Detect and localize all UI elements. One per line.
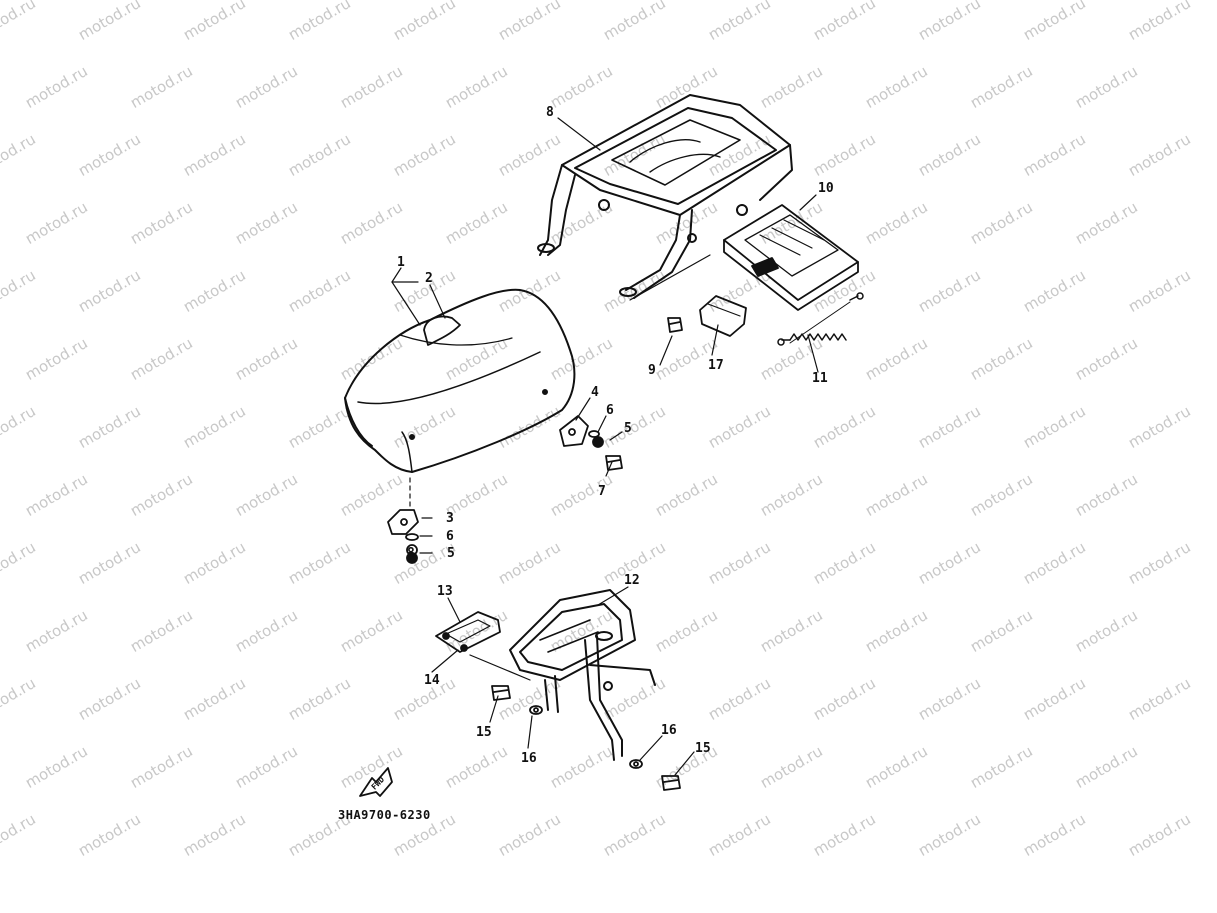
callout-6a: 6 [446,529,454,544]
diagram-part-code: 3HA9700-6230 [338,808,431,822]
callout-8b: 8 [407,546,415,561]
callout-5b: 5 [624,421,632,436]
bolt-and-pad-drawing [667,295,747,337]
lower-bracket-drawing [435,611,531,681]
callout-11: 11 [812,371,828,386]
callout-15b: 15 [695,741,711,756]
callout-5a: 5 [447,546,455,561]
lower-carrier-drawing [509,589,656,761]
lower-fasteners-drawing [491,685,681,791]
carrier-plate-drawing [723,204,859,311]
spring-drawing [777,292,864,346]
callout-13: 13 [437,584,453,599]
callout-1: 1 [397,255,405,270]
callout-16a: 16 [521,751,537,766]
callout-15a: 15 [476,725,492,740]
callout-16b: 16 [661,723,677,738]
seat-bracket-hardware [387,415,623,564]
callout-3: 3 [446,511,454,526]
callout-6b: 6 [606,403,614,418]
callout-17: 17 [708,358,724,373]
callout-2: 2 [425,271,433,286]
callout-9: 9 [648,363,656,378]
leader-lines [391,117,819,776]
seat-drawing [344,288,576,509]
callout-10: 10 [818,181,834,196]
callout-8a: 8 [546,105,554,120]
callout-14: 14 [424,673,440,688]
callout-12: 12 [624,573,640,588]
fwd-arrow-icon [359,767,393,797]
rear-carrier-drawing [537,94,793,301]
callout-7: 7 [598,484,606,499]
callout-4: 4 [591,385,599,400]
